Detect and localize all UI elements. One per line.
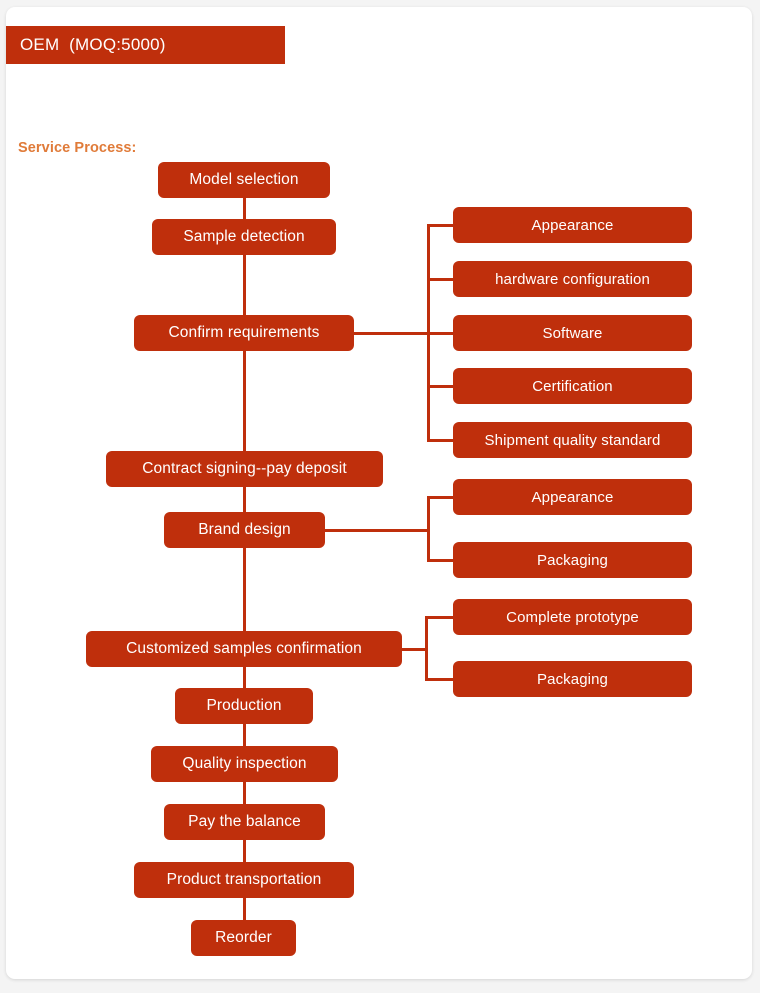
page-title: OEM (MOQ:5000) [20, 35, 166, 54]
branch-node-shipment-quality-standard[interactable]: Shipment quality standard [453, 422, 692, 458]
node-label: Certification [532, 377, 613, 395]
main-flow-connector [243, 198, 246, 920]
node-label: hardware configuration [495, 270, 650, 288]
node-label: Appearance [531, 216, 614, 234]
flow-node-quality-inspection[interactable]: Quality inspection [151, 746, 338, 782]
section-label-service-process: Service Process: [18, 140, 137, 156]
node-label: Production [206, 697, 282, 715]
branch-link-packaging-2 [425, 678, 453, 681]
flow-node-production[interactable]: Production [175, 688, 313, 724]
flow-node-customized-samples[interactable]: Customized samples confirmation [86, 631, 402, 667]
branch-link-shipment-quality-standard [427, 439, 453, 442]
branch-link-hardware-configuration [427, 278, 453, 281]
branch-link-software [427, 332, 453, 335]
node-label: Contract signing--pay deposit [142, 460, 347, 478]
flow-node-sample-detection[interactable]: Sample detection [152, 219, 336, 255]
branch-node-software[interactable]: Software [453, 315, 692, 351]
flow-node-model-selection[interactable]: Model selection [158, 162, 330, 198]
node-label: Shipment quality standard [484, 431, 661, 449]
branch-stem-customized-samples-branch [402, 648, 428, 651]
branch-link-complete-prototype [425, 616, 453, 619]
flow-node-reorder[interactable]: Reorder [191, 920, 296, 956]
node-label: Packaging [537, 551, 608, 569]
branch-stem-confirm-requirements-branch [354, 332, 430, 335]
header-banner: OEM (MOQ:5000) [6, 26, 285, 64]
node-label: Model selection [189, 171, 299, 189]
node-label: Appearance [531, 488, 614, 506]
branch-node-hardware-configuration[interactable]: hardware configuration [453, 261, 692, 297]
flow-node-pay-the-balance[interactable]: Pay the balance [164, 804, 325, 840]
branch-node-appearance-2[interactable]: Appearance [453, 479, 692, 515]
node-label: Customized samples confirmation [126, 640, 362, 658]
node-label: Pay the balance [188, 813, 301, 831]
branch-link-appearance-2 [427, 496, 453, 499]
node-label: Quality inspection [182, 755, 307, 773]
branch-stem-brand-design-branch [325, 529, 430, 532]
branch-spine-customized-samples-branch [425, 617, 428, 679]
branch-node-packaging-2[interactable]: Packaging [453, 661, 692, 697]
branch-node-appearance-1[interactable]: Appearance [453, 207, 692, 243]
branch-link-appearance-1 [427, 224, 453, 227]
branch-link-certification [427, 385, 453, 388]
node-label: Brand design [198, 521, 291, 539]
branch-link-packaging-1 [427, 559, 453, 562]
flow-node-confirm-requirements[interactable]: Confirm requirements [134, 315, 354, 351]
flowchart-card: OEM (MOQ:5000) Service Process: Model se… [6, 7, 752, 979]
branch-node-packaging-1[interactable]: Packaging [453, 542, 692, 578]
flow-node-product-transportation[interactable]: Product transportation [134, 862, 354, 898]
node-label: Software [542, 324, 603, 342]
flow-node-brand-design[interactable]: Brand design [164, 512, 325, 548]
node-label: Complete prototype [506, 608, 639, 626]
flow-node-contract-signing[interactable]: Contract signing--pay deposit [106, 451, 383, 487]
node-label: Confirm requirements [168, 324, 320, 342]
node-label: Product transportation [166, 871, 322, 889]
node-label: Reorder [215, 929, 272, 947]
node-label: Sample detection [183, 228, 305, 246]
node-label: Packaging [537, 670, 608, 688]
branch-spine-brand-design-branch [427, 497, 430, 560]
branch-node-certification[interactable]: Certification [453, 368, 692, 404]
branch-node-complete-prototype[interactable]: Complete prototype [453, 599, 692, 635]
